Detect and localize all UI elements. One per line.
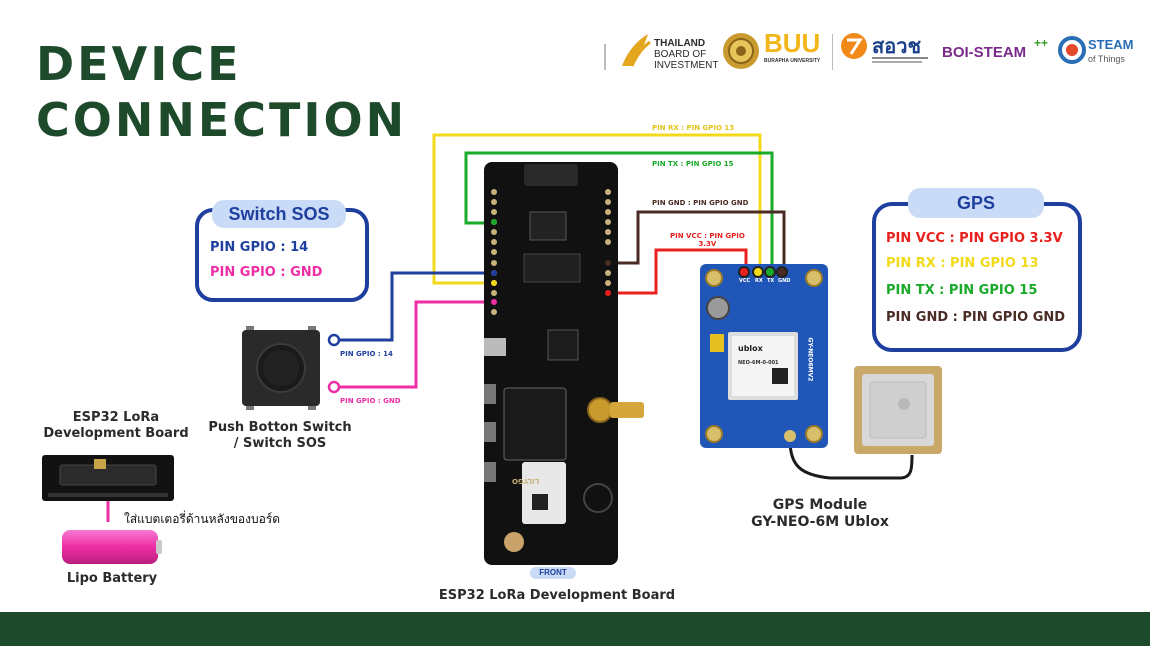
battery-caption: Lipo Battery xyxy=(66,571,158,586)
gps-pin-label-rx: RX xyxy=(755,278,763,284)
battery-note: ใส่แบตเตอรี่ด้านหลังของบอร์ด xyxy=(124,512,281,526)
push-button-switch xyxy=(242,326,320,410)
lora-antenna-connector xyxy=(586,390,646,430)
gps-caption-2: GY-NEO-6M Ublox xyxy=(751,514,889,530)
wire-gnd xyxy=(605,210,786,272)
wire-label-switch-gnd: PIN GPIO : GND xyxy=(340,397,401,405)
logo-divider-2 xyxy=(832,34,833,70)
thailand-line: THAILAND xyxy=(654,38,706,49)
esp32-main-board xyxy=(484,162,618,565)
wire-label-vcc: PIN VCC : PIN GPIO 3.3V xyxy=(670,232,745,248)
steam-line: STEAM xyxy=(1088,37,1134,52)
sorvor-logo xyxy=(840,32,868,64)
wire-label-tx: PIN TX : PIN GPIO 15 xyxy=(652,160,734,168)
page-title: DEVICE CONNECTION xyxy=(36,36,407,148)
thailand-boi-logo xyxy=(618,30,652,74)
wire-rx xyxy=(432,133,762,285)
board-of-line: BOARD OF xyxy=(654,49,707,60)
investment-line: INVESTMENT xyxy=(654,60,719,71)
switch-sos-pin-14: PIN GPIO : 14 xyxy=(210,240,309,255)
boi-steam-text: BOI-STEAM xyxy=(942,44,1027,61)
wire-switch-14-end xyxy=(327,333,341,347)
gps-module xyxy=(700,264,828,448)
gps-module-icon xyxy=(700,264,828,448)
buu-sub-text: BURAPHA UNIVERSITY xyxy=(764,58,821,64)
buu-seal xyxy=(722,32,760,74)
title-line-2: CONNECTION xyxy=(36,93,408,147)
gps-card-header: GPS xyxy=(908,188,1044,218)
wire-tx xyxy=(464,151,774,272)
wire-switch-gnd xyxy=(334,300,505,389)
gps-pin-label-gnd: GND xyxy=(778,278,791,284)
gps-pin-rx: PIN RX : PIN GPIO 13 xyxy=(886,256,1039,271)
gps-pin-vcc: PIN VCC : PIN GPIO 3.3V xyxy=(886,231,1063,246)
board-brand-label: LILYGO xyxy=(512,477,540,485)
steam-things-logo xyxy=(1058,36,1086,68)
footer-bar xyxy=(0,612,1150,646)
of-things-line: of Things xyxy=(1088,54,1125,64)
wire-label-gnd: PIN GND : PIN GPIO GND xyxy=(652,199,749,207)
sorvor-small-line xyxy=(872,57,928,59)
switch-sos-header: Switch SOS xyxy=(212,200,346,228)
gps-caption-1: GPS Module xyxy=(772,497,868,513)
wire-label-vcc-2: 3.3V xyxy=(698,240,717,248)
esp32-small-caption: ESP32 LoRa Development Board xyxy=(36,410,196,442)
title-line-1: DEVICE xyxy=(36,37,242,91)
board-front-badge: FRONT xyxy=(530,567,576,579)
sorvor-text: สอวช xyxy=(872,36,922,58)
esp32-board-back xyxy=(42,455,174,501)
thailand-boi-text: THAILAND BOARD OF INVESTMENT xyxy=(654,38,718,71)
esp32-board-icon xyxy=(484,162,618,565)
esp32-small-caption-1: ESP32 LoRa xyxy=(72,410,160,425)
ceramic-antenna-icon xyxy=(854,366,942,454)
steam-things-icon xyxy=(1058,36,1086,64)
push-button-caption: Push Botton Switch / Switch SOS xyxy=(200,420,360,452)
gps-pin-tx: PIN TX : PIN GPIO 15 xyxy=(886,283,1038,298)
steam-things-text: STEAM of Things xyxy=(1088,38,1134,66)
wire-label-rx: PIN RX : PIN GPIO 13 xyxy=(652,124,735,132)
gps-chip-model: NEO-6M-0-001 xyxy=(738,360,779,366)
sorvor-icon xyxy=(841,33,867,59)
wire-switch-gnd-end xyxy=(327,380,341,394)
gps-antenna-cable xyxy=(788,439,914,480)
logo-divider xyxy=(604,44,606,70)
gps-pin-card xyxy=(872,202,1082,352)
main-board-caption: ESP32 LoRa Development Board xyxy=(438,588,676,603)
push-caption-1: Push Botton Switch xyxy=(208,420,352,435)
wire-label-switch-14: PIN GPIO : 14 xyxy=(340,350,393,358)
esp32-small-caption-2: Development Board xyxy=(43,426,189,441)
esp32-back-icon xyxy=(42,455,174,501)
switch-sos-pin-gnd: PIN GPIO : GND xyxy=(210,265,323,280)
thailand-boi-icon xyxy=(622,34,651,67)
gps-chip-brand: ublox xyxy=(738,344,763,353)
seal-icon xyxy=(723,33,759,69)
battery-icon xyxy=(62,530,162,564)
gps-board-side-label: GY-NEO6MV2 xyxy=(806,337,814,382)
gps-ceramic-antenna xyxy=(854,366,942,454)
buu-logo-text: BUU xyxy=(764,28,821,58)
wire-label-vcc-1: PIN VCC : PIN GPIO xyxy=(670,232,745,240)
wire-switch-14 xyxy=(334,271,505,342)
gps-pin-label-vcc: VCC xyxy=(739,278,751,284)
lipo-battery xyxy=(62,528,162,566)
antenna-connector-icon xyxy=(587,397,644,423)
push-caption-2: / Switch SOS xyxy=(233,436,327,451)
sorvor-small-line-2 xyxy=(872,61,922,63)
push-button-icon xyxy=(242,326,320,410)
wire-vcc xyxy=(605,248,748,295)
boi-steam-plus: ++ xyxy=(1034,36,1049,50)
gps-pin-gnd: PIN GND : PIN GPIO GND xyxy=(886,310,1066,325)
gps-module-caption: GPS Module GY-NEO-6M Ublox xyxy=(730,497,910,531)
gps-pin-label-tx: TX xyxy=(767,278,775,284)
